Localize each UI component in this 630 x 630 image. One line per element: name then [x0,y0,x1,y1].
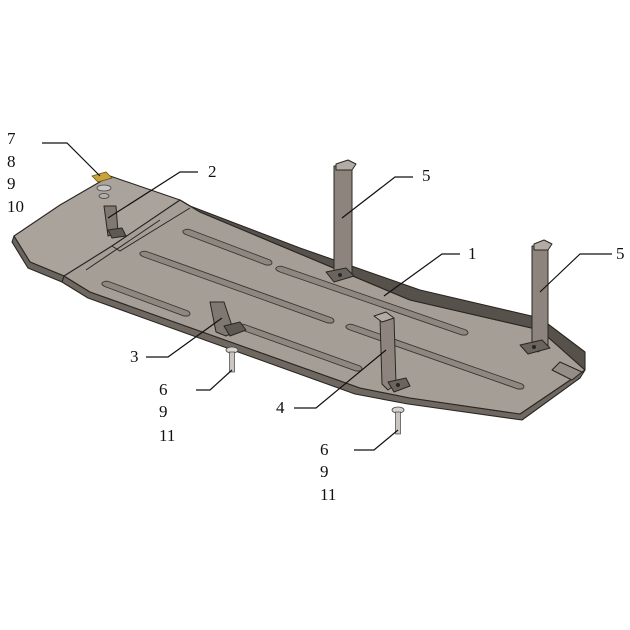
bolt-right [391,406,405,435]
callout-2: 2 [208,162,217,181]
leader-5b [539,253,612,293]
bracket-3 [209,301,247,337]
washer-gold-icon [91,171,113,183]
nut-icon [98,193,110,199]
plate-slot [275,265,469,336]
washer-icon [96,184,112,192]
bracket-5-right [519,239,553,355]
leader-6-9-11-middle [196,369,233,391]
callout-11-right: 11 [320,485,336,504]
bolt-shank-icon [395,411,401,435]
plate-end-tab [551,361,583,381]
plate-slot [182,228,273,266]
callout-11-middle: 11 [159,426,175,445]
leader-4 [294,349,387,409]
plate-slot [139,250,335,324]
callout-10: 10 [7,197,24,216]
leader-6-9-11-right [354,429,399,451]
leader-3 [146,317,223,358]
bolt-shank-icon [229,351,235,373]
callout-8: 8 [7,152,16,171]
bracket-5-left [325,159,357,283]
callout-5-left: 5 [422,166,431,185]
callout-5-right: 5 [616,244,625,263]
callout-9: 9 [7,174,16,193]
leader-1 [383,253,460,297]
leader-2 [107,171,198,219]
callout-7: 7 [7,129,16,148]
callout-3: 3 [130,347,139,366]
plate-seam-2 [111,207,191,252]
leader-5a [341,176,413,219]
callout-4: 4 [276,398,285,417]
bolt-middle [225,346,239,373]
leader-7-10 [42,142,101,177]
skid-plate [11,175,586,421]
callout-9-right: 9 [320,462,329,481]
plate-slot [101,280,191,317]
callout-6-middle: 6 [159,380,168,399]
bracket-4 [373,311,411,393]
callout-1: 1 [468,244,477,263]
leader-lines [42,142,612,451]
front-hardware-stack [91,171,113,199]
plate-seam [85,219,161,271]
callout-6-right: 6 [320,440,329,459]
callouts: 7 8 9 10 2 5 1 5 3 4 6 9 11 6 9 11 [7,129,625,504]
plate-front-edge [11,235,65,283]
callout-9-middle: 9 [159,402,168,421]
